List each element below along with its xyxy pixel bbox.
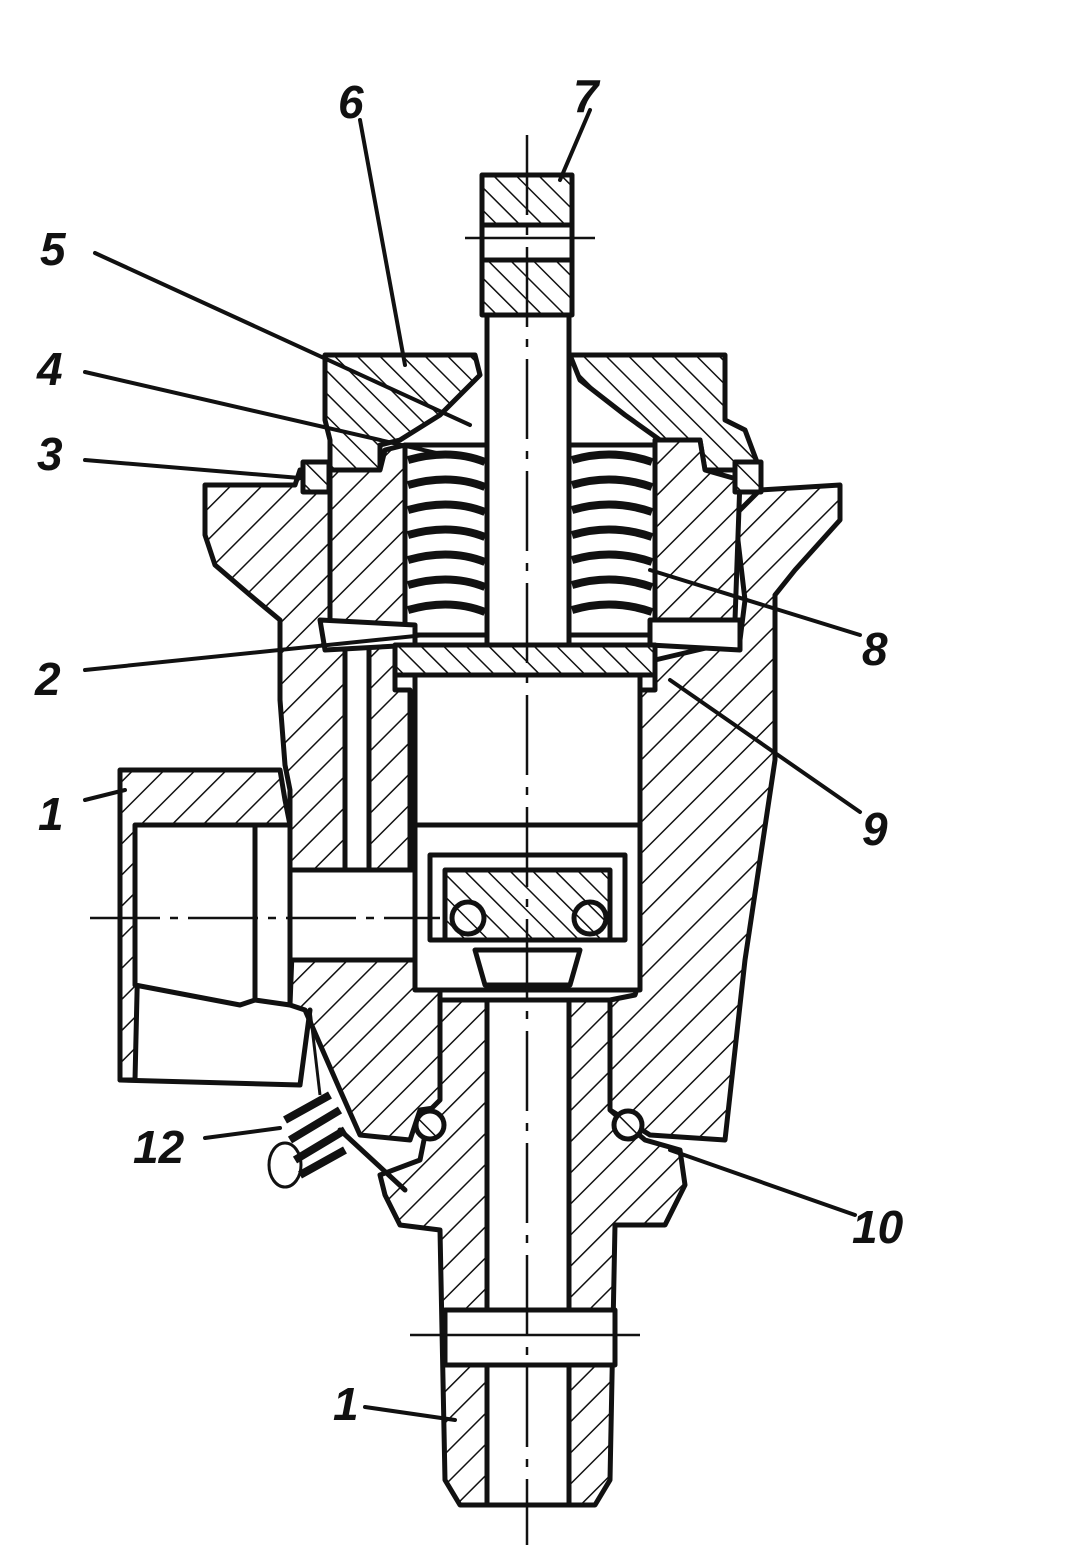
seal-ring-left bbox=[413, 1108, 447, 1142]
inlet-passage bbox=[287, 867, 423, 963]
inlet-opening bbox=[132, 822, 258, 1008]
washer-right bbox=[647, 617, 743, 653]
label-12: 12 bbox=[133, 1121, 185, 1173]
label-2: 2 bbox=[34, 653, 61, 705]
lock-spring bbox=[267, 1009, 408, 1193]
seal-ring-right bbox=[611, 1108, 645, 1142]
inlet-thread bbox=[252, 822, 293, 1008]
outlet-groove bbox=[442, 1307, 618, 1368]
vertical-passage bbox=[342, 642, 372, 873]
leader-lines bbox=[83, 108, 862, 1422]
disc-ring-left bbox=[449, 899, 487, 937]
label-3: 3 bbox=[37, 428, 63, 480]
label-7: 7 bbox=[573, 70, 601, 122]
label-9: 9 bbox=[862, 803, 888, 855]
label-1-top: 1 bbox=[38, 788, 64, 840]
label-10: 10 bbox=[852, 1201, 904, 1253]
inlet-outline bbox=[117, 1007, 313, 1088]
cap bbox=[322, 352, 483, 473]
label-6: 6 bbox=[338, 76, 364, 128]
label-1-bottom: 1 bbox=[333, 1378, 359, 1430]
spring-right bbox=[570, 450, 654, 616]
seal-right bbox=[732, 459, 764, 495]
seal-left bbox=[300, 459, 332, 495]
label-4: 4 bbox=[36, 343, 63, 395]
label-8: 8 bbox=[862, 623, 888, 675]
disc-ring-right bbox=[571, 899, 609, 937]
spring-left bbox=[406, 450, 487, 616]
spring-plate bbox=[392, 642, 658, 678]
label-5: 5 bbox=[40, 223, 67, 275]
sleeve-left bbox=[327, 442, 408, 633]
